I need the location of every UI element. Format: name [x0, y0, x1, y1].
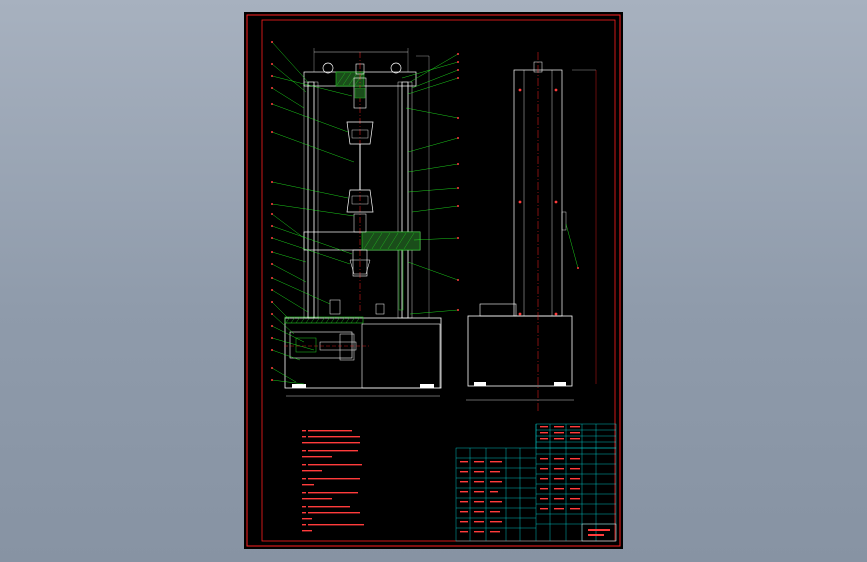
leader-dots-left — [271, 41, 273, 381]
front-view — [284, 48, 442, 397]
leader-dots-right — [457, 53, 459, 311]
technical-notes — [302, 430, 364, 532]
inner-frame — [261, 19, 616, 542]
leader-lines-right — [401, 53, 459, 315]
side-view — [466, 52, 597, 412]
parts-list-table — [455, 423, 617, 542]
title-block — [581, 523, 617, 542]
drawing-sheet — [244, 12, 623, 549]
parts-list-entries — [460, 426, 580, 533]
cad-drawing — [246, 14, 621, 547]
outer-frame — [246, 14, 621, 547]
leader-lines-left — [271, 41, 355, 385]
base-box — [284, 317, 442, 389]
